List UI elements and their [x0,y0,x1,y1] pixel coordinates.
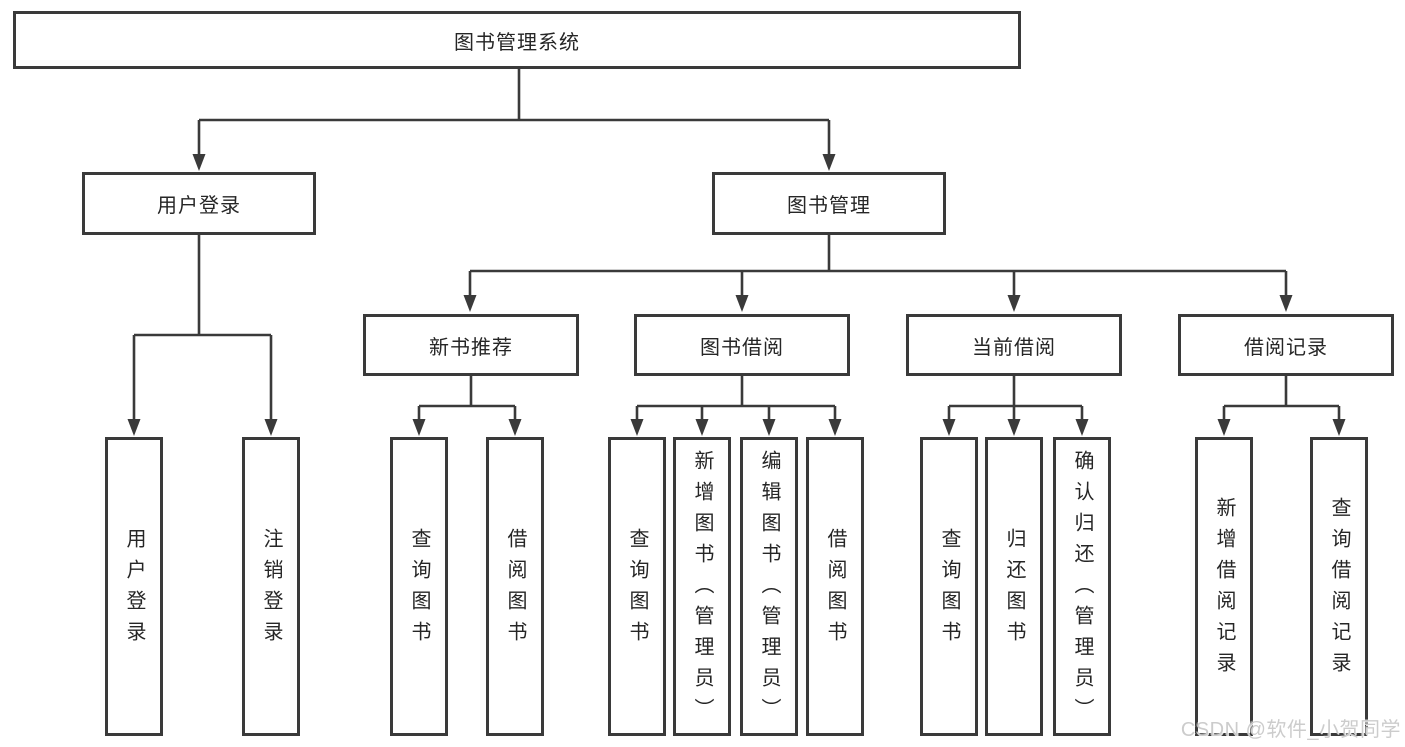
node-library-system: 图书管理系统 [13,11,1021,69]
leaf-borrow-books: 借阅图书 [806,437,864,736]
leaf-confirm-return-admin: 确认归还（管理员） [1053,437,1111,736]
leaf-add-borrow-record: 新增借阅记录 [1195,437,1253,736]
leaf-query-borrow-record: 查询借阅记录 [1310,437,1368,736]
leaf-borrow-books-recommend: 借阅图书 [486,437,544,736]
leaf-user-login: 用户登录 [105,437,163,736]
node-book-borrow: 图书借阅 [634,314,850,376]
node-borrow-records: 借阅记录 [1178,314,1394,376]
watermark-text: CSDN @软件_小贺同学 [1180,719,1401,741]
leaf-query-books-recommend: 查询图书 [390,437,448,736]
node-current-borrow: 当前借阅 [906,314,1122,376]
node-new-book-recommend: 新书推荐 [363,314,579,376]
leaf-add-books-admin: 新增图书（管理员） [673,437,731,736]
node-book-management: 图书管理 [712,172,946,235]
leaf-query-books-borrow: 查询图书 [608,437,666,736]
leaf-query-books-current: 查询图书 [920,437,978,736]
leaf-return-books: 归还图书 [985,437,1043,736]
leaf-logout-login: 注销登录 [242,437,300,736]
leaf-edit-books-admin: 编辑图书（管理员） [740,437,798,736]
node-user-login: 用户登录 [82,172,316,235]
